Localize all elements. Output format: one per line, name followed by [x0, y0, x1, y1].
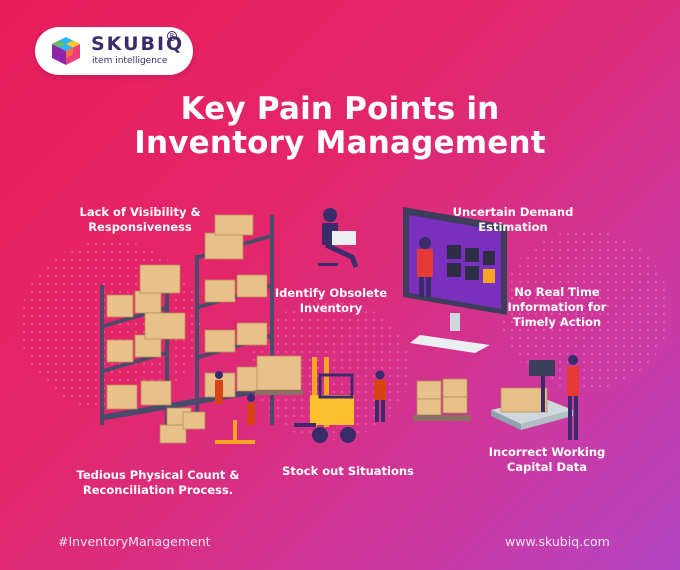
label-line: Estimation: [478, 220, 548, 234]
registered-mark: R: [167, 31, 177, 41]
worker-clipboard-illustration: [374, 370, 386, 422]
weighing-scale-illustration: [491, 355, 579, 440]
label-line: Information for: [507, 300, 607, 314]
label-line: Reconciliation Process.: [82, 483, 234, 497]
label-line: Inventory: [299, 301, 363, 315]
label-tedious-physical-count: Tedious Physical Count & Reconciliation …: [68, 468, 248, 498]
label-line: Tedious Physical Count &: [76, 468, 240, 482]
footer-website-link[interactable]: www.skubiq.com: [505, 534, 610, 549]
label-line: Timely Action: [512, 315, 602, 329]
label-lack-of-visibility: Lack of Visibility & Responsiveness: [70, 205, 210, 235]
label-no-real-time: No Real Time Information for Timely Acti…: [497, 285, 617, 330]
forklift-illustration: [294, 357, 356, 443]
pallet-boxes-illustration: [413, 378, 471, 421]
dot-pattern-right: [500, 230, 670, 390]
pallet-jack-illustration: [159, 371, 255, 444]
label-incorrect-working-capital: Incorrect Working Capital Data: [477, 445, 617, 475]
label-line: Responsiveness: [88, 220, 192, 234]
label-line: No Real Time: [514, 285, 600, 299]
label-line: Uncertain Demand: [452, 205, 574, 219]
person-laptop-illustration: [318, 208, 359, 268]
label-line: Stock out Situations: [282, 464, 414, 478]
monitor-dashboard-illustration: [403, 207, 507, 353]
brand-tagline: item intelligence: [92, 56, 168, 66]
page-title-line-2: Inventory Management: [134, 125, 546, 161]
label-identify-obsolete: Identify Obsolete Inventory: [266, 286, 396, 316]
label-line: Capital Data: [506, 460, 588, 474]
label-uncertain-demand: Uncertain Demand Estimation: [443, 205, 583, 235]
label-line: Lack of Visibility &: [79, 205, 201, 219]
footer-hashtag: #InventoryManagement: [58, 534, 211, 549]
label-stock-out: Stock out Situations: [278, 464, 418, 479]
label-line: Identify Obsolete: [274, 286, 388, 300]
brand-logo[interactable]: SKUBIQ R item intelligence: [35, 27, 193, 75]
page-title-line-1: Key Pain Points in: [180, 91, 500, 127]
label-line: Incorrect Working: [488, 445, 606, 459]
warehouse-racks-illustration: [100, 214, 274, 425]
logo-cube-icon: [52, 37, 80, 65]
stacked-boxes-illustration: [255, 355, 303, 395]
brand-name: SKUBIQ: [91, 33, 185, 55]
